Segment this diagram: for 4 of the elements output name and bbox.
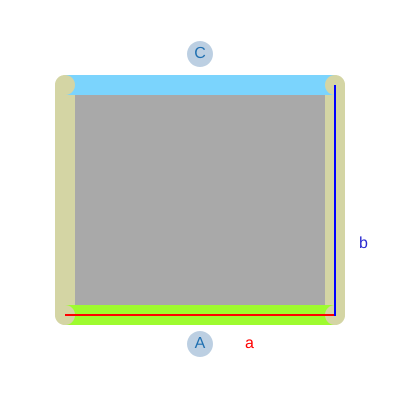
dimension-label: b [359,235,368,253]
dimension-label: a [245,335,254,353]
circle-label: C [187,41,213,67]
circle-label: A [187,331,213,357]
